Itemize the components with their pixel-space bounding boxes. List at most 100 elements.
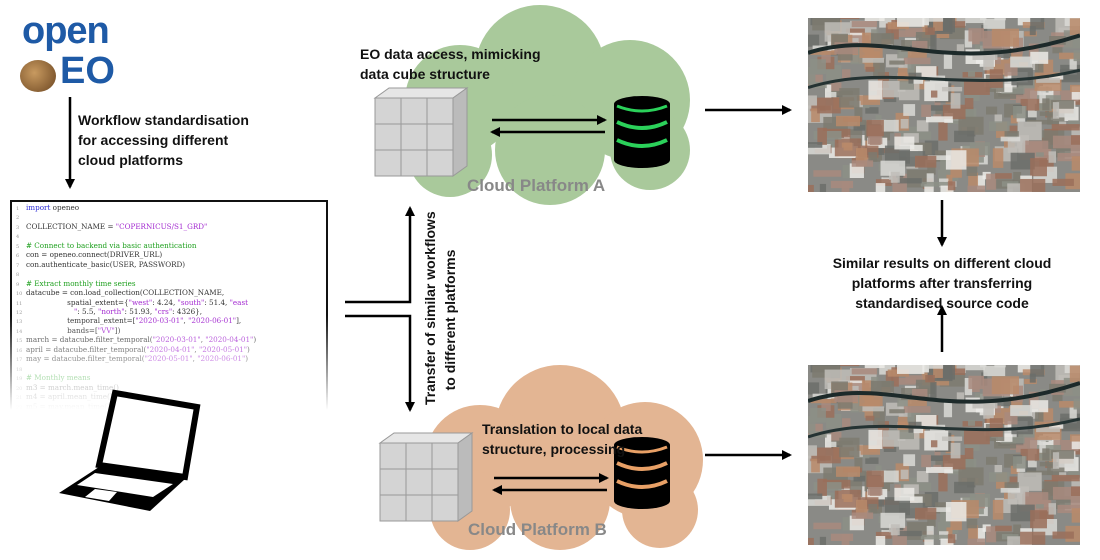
label-line: structure, processing — [482, 441, 626, 457]
code-line: 5 # Connect to backend via basic authenti… — [16, 240, 326, 251]
code-token: : 4326}, — [172, 306, 203, 316]
standardisation-label: Workflow standardisation for accessing d… — [78, 110, 249, 170]
line-number: 10 — [16, 291, 23, 298]
code-token: : 51.4, — [204, 297, 230, 307]
code-token: "north" — [98, 306, 125, 316]
cloud-a-description: EO data access, mimicking data cube stru… — [360, 44, 541, 84]
label-line: platforms after transferring — [851, 275, 1033, 291]
cloud-a-name: Cloud Platform A — [467, 176, 606, 195]
code-token: "east — [229, 297, 249, 307]
code-token: "2020-04-01" — [205, 335, 254, 345]
line-number: 5 — [16, 243, 20, 250]
label-line: Transfer of similar workflows — [422, 211, 438, 405]
label-line: to different platforms — [442, 249, 458, 391]
db-stripe — [616, 138, 668, 148]
code-token: , — [183, 316, 189, 326]
code-token: : 4.24, — [152, 297, 178, 307]
code-token: temporal_extent=[ — [26, 316, 136, 326]
code-token: "2020-06-01" — [188, 316, 237, 326]
code-token: spatial_extent={ — [26, 297, 129, 307]
results-label: Similar results on different cloud platf… — [812, 253, 1072, 313]
river — [808, 33, 1080, 56]
code-token: con.authenticate_basic(USER, PASSWORD) — [26, 259, 186, 269]
code-token: "2020-05-01" — [198, 344, 248, 354]
code-token: "COPERNICUS/S1_GRD" — [115, 221, 208, 231]
code-line: 7 con.authenticate_basic(USER, PASSWORD) — [16, 259, 326, 270]
label-line: Similar results on different cloud — [832, 255, 1052, 271]
connector-to-b — [345, 314, 415, 412]
code-token: "2020-03-01" — [152, 335, 201, 345]
code-line: 9# Extract monthly time series — [16, 278, 326, 289]
code-token: COLLECTION_NAME = — [26, 221, 116, 231]
code-token: , — [200, 335, 206, 345]
code-line: 4 — [16, 232, 326, 241]
data-cube-a-icon — [373, 87, 469, 177]
code-token: : 51.93, — [124, 306, 155, 316]
label-line: Translation to local data — [482, 421, 643, 437]
code-line: 14 bands=["VV"]) — [16, 325, 326, 336]
code-line: 18 — [16, 365, 326, 374]
code-token: ) — [247, 344, 250, 354]
code-token: , — [194, 344, 199, 354]
cloud-b-description: Translation to local data structure, pro… — [482, 419, 642, 459]
code-token: "2020-06-01" — [197, 354, 246, 364]
openeo-logo: open EO — [18, 10, 123, 92]
laptop-icon — [59, 389, 201, 511]
line-number: 2 — [16, 215, 20, 222]
code-line: 8 — [16, 270, 326, 279]
code-token: m4 = april.mean_time() — [26, 392, 113, 402]
database-a-icon — [614, 96, 670, 168]
line-number: 17 — [16, 357, 23, 364]
code-token: con = openeo.connect(DRIVER_URL) — [26, 250, 163, 260]
line-number: 22 — [16, 404, 23, 410]
db-stripe — [616, 461, 668, 471]
code-token: ], — [236, 316, 242, 326]
globe-icon — [20, 60, 56, 92]
code-token: "VV" — [97, 325, 115, 335]
line-number: 21 — [16, 395, 23, 402]
label-line: standardised source code — [855, 295, 1029, 311]
code-token: : 5.5, — [77, 306, 99, 316]
line-number: 13 — [16, 319, 23, 326]
line-number: 15 — [16, 338, 23, 345]
code-line: 12 ": 5.5, "north": 51.93, "crs": 4326}, — [16, 306, 326, 317]
connector-to-a — [345, 206, 415, 304]
db-stripe — [616, 120, 668, 130]
line-number: 12 — [16, 309, 23, 316]
code-token: ]) — [114, 325, 121, 335]
code-token: " — [26, 306, 78, 316]
code-token: april = datacube.filter_temporal( — [26, 344, 147, 354]
line-number: 14 — [16, 328, 23, 335]
code-token: openeo — [50, 203, 80, 212]
code-token: # Extract monthly time series — [26, 278, 136, 288]
line-number: 20 — [16, 385, 23, 392]
database-b-icon — [614, 437, 670, 509]
code-token: # Connect to backend via basic authentic… — [26, 240, 197, 250]
code-token: import — [26, 203, 51, 212]
logo-text-bottom: EO — [60, 50, 115, 92]
result-image-b — [808, 365, 1080, 545]
code-token: ) — [253, 335, 257, 345]
label-line: data cube structure — [360, 66, 490, 82]
label-line: EO data access, mimicking — [360, 46, 541, 62]
code-token: datacube = con.load_collection(COLLECTIO… — [26, 288, 225, 298]
code-line: 2 — [16, 213, 326, 222]
code-token: "south" — [177, 297, 205, 307]
river — [808, 381, 1080, 404]
code-token: bands=[ — [26, 325, 98, 335]
code-token: "2020-03-01" — [135, 316, 184, 326]
code-token: may = datacube.filter_temporal( — [26, 354, 145, 364]
line-number: 7 — [16, 262, 20, 269]
code-token: "crs" — [154, 306, 173, 316]
